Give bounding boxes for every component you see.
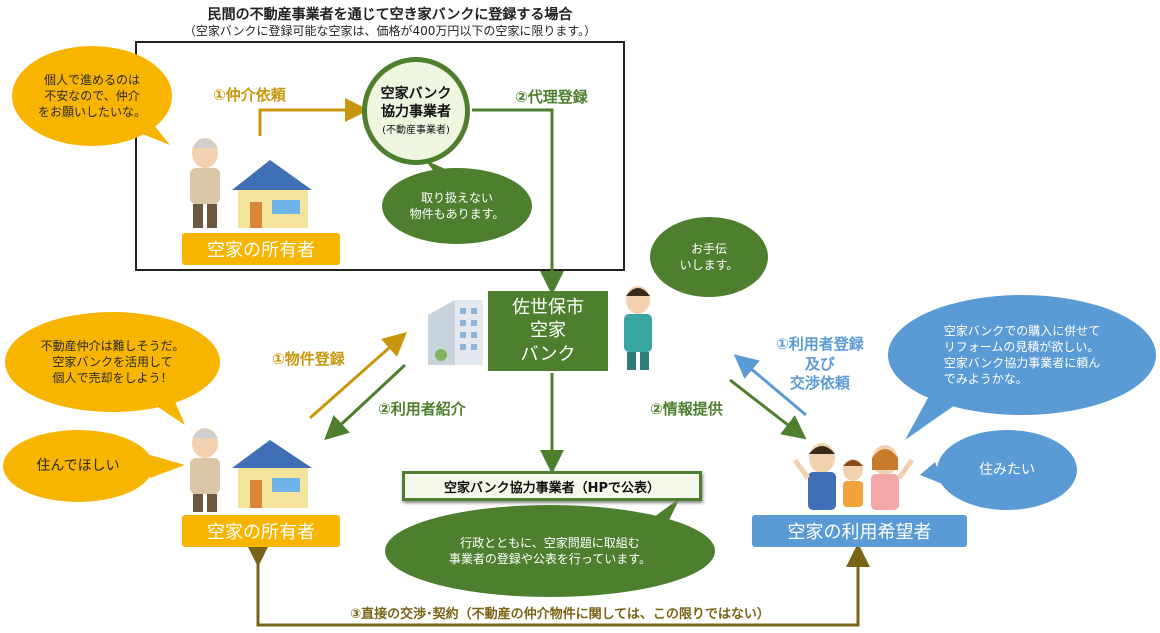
left-speech-tail-2	[150, 455, 185, 478]
arrow-info-provision	[729, 378, 807, 440]
left-owner-speech-bubble-1: 不動産仲介は難しそうだ。 空家バンクを活用して 個人で売却をしよう！	[5, 312, 220, 412]
step1-brokerage-request-label: ①仲介依頼	[213, 86, 286, 104]
partner-business-name: 空家バンク 協力事業者	[380, 86, 452, 120]
left-owner-speech-bubble-2: 住んでほしい	[3, 430, 153, 502]
step2-info-provision-label: ②情報提供	[650, 400, 723, 418]
family-figure	[792, 443, 915, 510]
page-subtitle: （空家バンクに登録可能な空家は、価格が400万円以下の空家に限ります。）	[183, 24, 597, 38]
partner-speech-bubble: 取り扱えない 物件もあります。	[382, 168, 532, 244]
arrow-brokerage-request	[258, 98, 369, 136]
arrow-user-registration	[733, 354, 807, 417]
partner-business-circle: 空家バンク 協力事業者 (不動産事業者)	[362, 57, 470, 165]
owner-figure-left	[190, 428, 220, 512]
arrow-property-registration	[309, 332, 407, 420]
owner-label-top: 空家の所有者	[182, 233, 340, 265]
step1-property-registration-label: ①物件登録	[272, 350, 345, 368]
partner-business-sub: (不動産事業者)	[382, 125, 450, 136]
step1-user-registration-label: ①利用者登録 及び 交渉依頼	[776, 335, 864, 392]
user-speech-bubble-1: 空家バンクでの購入に併せて リフォームの見積が欲しい。 空家バンク協力事業者に頼…	[888, 295, 1156, 415]
staff-speech-bubble: お手伝 いします。	[650, 217, 768, 297]
page-title: 民間の不動産事業者を通じて空き家バンクに登録する場合	[207, 7, 573, 23]
house-icon-left	[232, 440, 312, 508]
user-label-right: 空家の利用希望者	[752, 515, 967, 547]
gov-speech-bubble: 行政とともに、空家問題に取組む 事業者の登録や公表を行っています。	[385, 505, 715, 597]
owner-figure-top	[190, 138, 220, 228]
arrow-direct-negotiation	[246, 543, 870, 627]
step2-proxy-registration-label: ②代理登録	[515, 88, 588, 106]
step2-user-introduction-label: ②利用者紹介	[378, 400, 466, 418]
top-section-frame	[135, 41, 625, 271]
owner-label-left: 空家の所有者	[182, 515, 340, 547]
arrow-proxy-registration	[472, 108, 564, 295]
owner-speech-bubble-top: 個人で進めるのは 不安なので、仲介 をお願いしたいな。	[12, 46, 172, 146]
house-icon-top	[232, 160, 312, 228]
staff-figure	[624, 286, 652, 370]
partner-list-box: 空家バンク協力事業者（HPで公表）	[402, 471, 702, 501]
building-icon	[428, 300, 483, 365]
user-speech-bubble-2: 住みたい	[937, 430, 1077, 510]
arrow-user-introduction	[324, 363, 407, 441]
sasebo-akiya-bank-box: 佐世保市 空家 バンク	[488, 291, 608, 371]
step3-direct-negotiation-label: ③直接の交渉･契約（不動産の仲介物件に関しては、この限りではない）	[350, 607, 770, 622]
